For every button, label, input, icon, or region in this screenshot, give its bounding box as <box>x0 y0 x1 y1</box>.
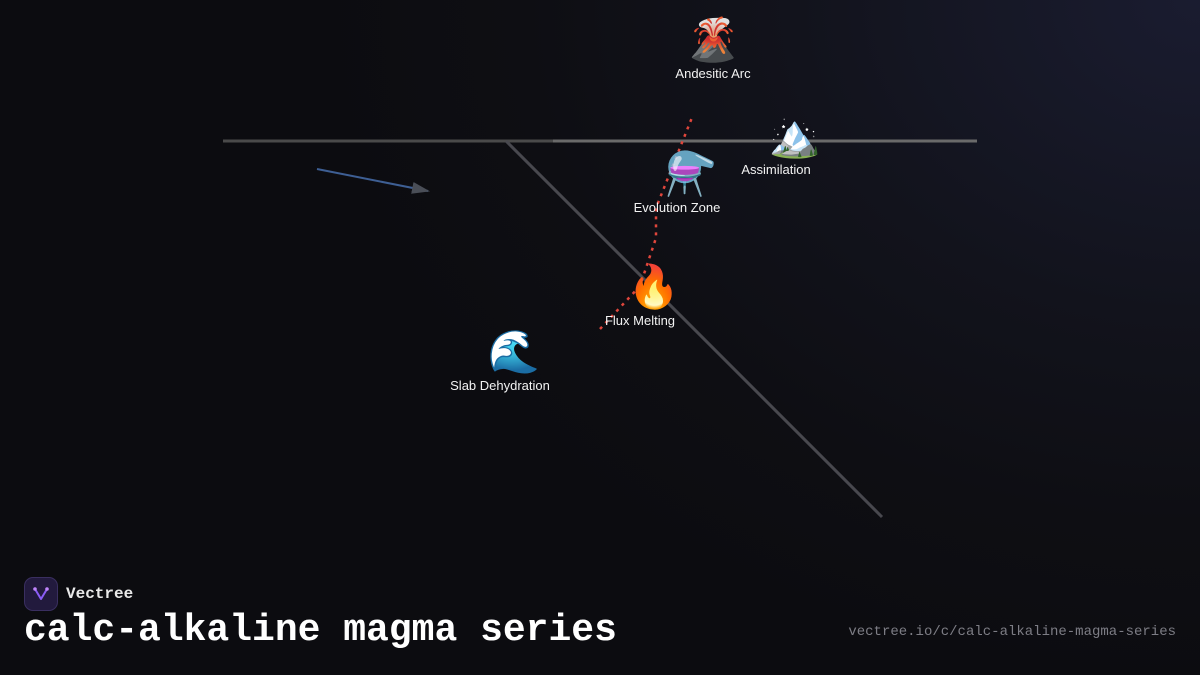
node-label: Assimilation <box>741 162 811 177</box>
brand-name: Vectree <box>66 585 134 603</box>
volcano-icon: 🌋 <box>686 15 740 64</box>
flask-icon: ⚗️ <box>664 149 718 198</box>
brand[interactable]: Vectree <box>24 577 133 611</box>
node-label: Slab Dehydration <box>450 378 550 393</box>
plate-motion-arrow <box>316 168 430 194</box>
wave-icon: 🌊 <box>487 327 541 376</box>
mountain-icon: 🏔️ <box>768 111 822 160</box>
node-andesitic-arc[interactable]: 🌋 Andesitic Arc <box>675 15 751 82</box>
subducting-slab-line <box>504 139 884 519</box>
node-label: Evolution Zone <box>633 200 721 215</box>
fire-icon: 🔥 <box>627 262 681 311</box>
node-assimilation[interactable]: 🏔️ Assimilation <box>731 111 822 178</box>
page-title: calc-alkaline magma series <box>24 609 617 652</box>
node-label: Andesitic Arc <box>675 66 751 81</box>
vectree-logo-icon <box>24 577 58 611</box>
node-flux-melting[interactable]: 🔥 Flux Melting <box>600 262 681 329</box>
source-url[interactable]: vectree.io/c/calc-alkaline-magma-series <box>848 624 1176 640</box>
node-slab-dehydration[interactable]: 🌊 Slab Dehydration <box>450 327 550 394</box>
node-label: Flux Melting <box>604 313 676 328</box>
node-evolution-zone[interactable]: ⚗️ Evolution Zone <box>633 149 721 216</box>
